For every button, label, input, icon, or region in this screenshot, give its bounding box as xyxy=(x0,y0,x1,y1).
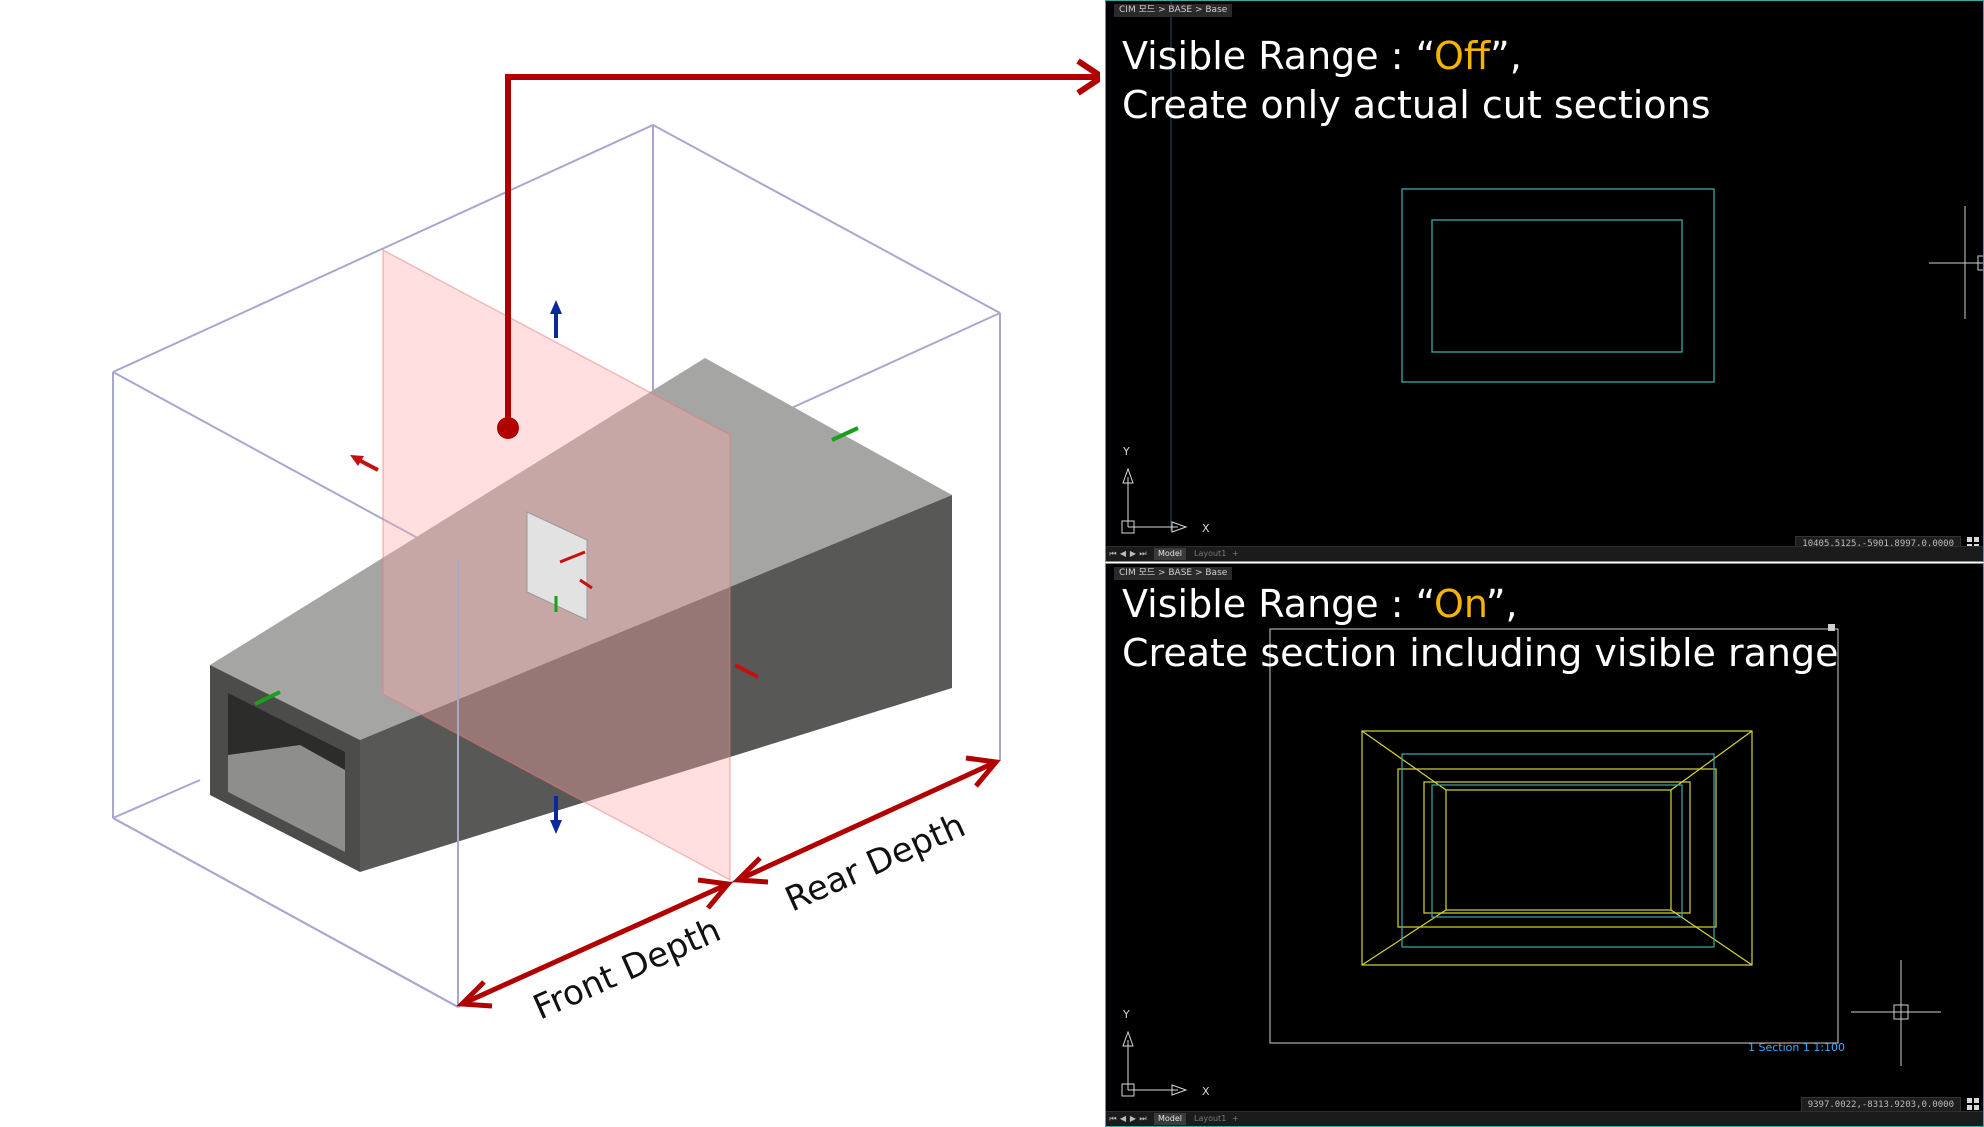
title-value-on: On xyxy=(1433,582,1486,626)
tab-layout1[interactable]: Layout1 xyxy=(1194,549,1227,558)
prev-tab-icon[interactable]: ◀ xyxy=(1119,1114,1127,1123)
arrow-green-right-icon xyxy=(831,426,859,442)
plane-gizmo-handle[interactable] xyxy=(526,511,588,621)
prev-tab-icon[interactable]: ◀ xyxy=(1119,549,1127,558)
sheet-corner-grip[interactable] xyxy=(1828,624,1835,631)
title-suffix: ”, xyxy=(1485,582,1518,626)
arrow-small-red-icon xyxy=(559,550,586,564)
culvert-side-face xyxy=(360,495,952,872)
section-outer-outline xyxy=(1401,753,1715,948)
viewport-title: Visible Range : “Off”, xyxy=(1122,31,1522,81)
viewport-visible-off[interactable]: Y X CIM 모드 > BASE > Base Visible Range :… xyxy=(1105,0,1984,562)
title-suffix: ”, xyxy=(1490,34,1522,78)
ucs-icon xyxy=(1121,467,1188,534)
tab-model[interactable]: Model xyxy=(1154,548,1187,560)
last-tab-icon[interactable]: ⏭ xyxy=(1139,1114,1147,1123)
add-layout-button[interactable]: + xyxy=(1232,549,1239,558)
layout-tab-bar: ⏮ ◀ ▶ ⏭ Model Layout1 + xyxy=(1106,1111,1983,1126)
model-illustration: Front Depth Rear Depth xyxy=(112,58,1100,1028)
tab-model[interactable]: Model xyxy=(1154,1113,1187,1125)
title-value-off: Off xyxy=(1433,34,1491,78)
ucs-y-label: Y xyxy=(1122,445,1130,458)
add-layout-button[interactable]: + xyxy=(1232,1114,1239,1123)
ucs-icon xyxy=(1121,1030,1188,1097)
gizmo-arrows xyxy=(254,300,859,834)
ucs-x-label: X xyxy=(1202,522,1210,535)
rear-depth-arrow xyxy=(736,759,998,883)
grid-toggle-icon[interactable] xyxy=(1967,1098,1979,1110)
arrow-right-icon xyxy=(734,663,759,679)
model-3d-view: Front Depth Rear Depth xyxy=(112,58,1100,1028)
section-outer-outline xyxy=(1401,188,1715,383)
breadcrumb[interactable]: CIM 모드 > BASE > Base xyxy=(1114,567,1233,580)
bounding-box-front xyxy=(112,560,459,1008)
callout-arrow xyxy=(497,58,1100,439)
front-depth-arrow xyxy=(460,881,730,1007)
next-tab-icon[interactable]: ▶ xyxy=(1129,1114,1137,1123)
sheet-border xyxy=(1269,628,1839,1044)
breadcrumb[interactable]: CIM 모드 > BASE > Base xyxy=(1114,4,1233,17)
viewport-subtitle: Create only actual cut sections xyxy=(1122,83,1711,127)
rear-depth-label: Rear Depth xyxy=(779,806,971,921)
last-tab-icon[interactable]: ⏭ xyxy=(1139,549,1147,558)
visible-range-lines xyxy=(1361,730,1753,966)
ucs-x-label: X xyxy=(1202,1085,1210,1098)
dimension-arrows xyxy=(456,755,1001,1009)
cad-canvas[interactable]: Y X xyxy=(1106,1,1984,562)
viewport-visible-on[interactable]: Y X CIM 모드 > BASE > Base Visible Range :… xyxy=(1105,563,1984,1127)
first-tab-icon[interactable]: ⏮ xyxy=(1109,549,1117,558)
tab-layout1[interactable]: Layout1 xyxy=(1194,1114,1227,1123)
section-inner-outline xyxy=(1431,784,1683,918)
culvert-floor xyxy=(228,745,345,852)
cad-canvas[interactable]: Y X xyxy=(1106,564,1984,1127)
ucs-y-label: Y xyxy=(1122,1008,1130,1021)
viewport-subtitle: Create section including visible range xyxy=(1122,631,1839,675)
title-prefix: Visible Range : “ xyxy=(1122,34,1434,78)
next-tab-icon[interactable]: ▶ xyxy=(1129,549,1137,558)
section-inner-outline xyxy=(1431,219,1683,353)
section-scale-label: 1 Section 1 1:100 xyxy=(1748,1041,1846,1054)
layout-tab-bar: ⏮ ◀ ▶ ⏭ Model Layout1 + xyxy=(1106,546,1983,561)
title-prefix: Visible Range : “ xyxy=(1122,582,1434,626)
first-tab-icon[interactable]: ⏮ xyxy=(1109,1114,1117,1123)
callout-dot-icon xyxy=(497,417,519,439)
viewport-title: Visible Range : “On”, xyxy=(1122,579,1518,629)
arrow-green-left-icon xyxy=(254,690,281,706)
